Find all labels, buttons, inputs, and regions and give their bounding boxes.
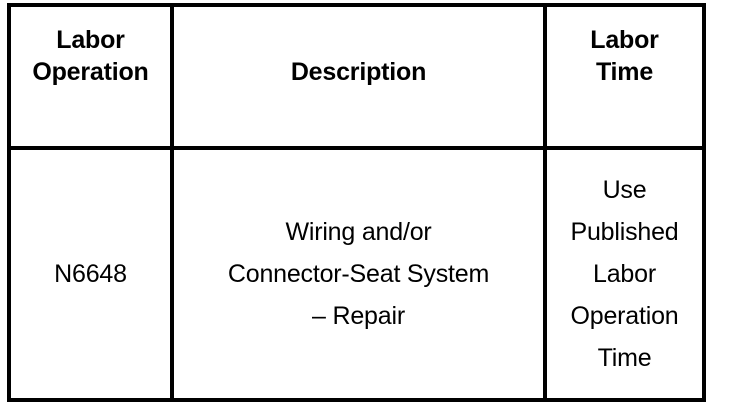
table-header: Labor Operation Description Labor Time	[7, 3, 706, 150]
column-header-labor-operation-line-1: Labor	[56, 26, 125, 54]
labor-time-line-3: Labor	[593, 260, 656, 288]
labor-operation-table: Labor Operation Description Labor Time	[7, 3, 706, 402]
column-header-labor-time-line-2: Time	[595, 58, 654, 86]
column-header-labor-operation-line-2: Operation	[32, 58, 149, 86]
header-row: Labor Operation Description Labor Time	[7, 3, 706, 150]
description-line-1: Wiring and/or	[285, 218, 432, 246]
table-row: N6648 Wiring and/or Connector-Seat Syste…	[7, 146, 706, 402]
column-header-description-line-1: Description	[290, 58, 427, 86]
description-line-2: Connector-Seat System	[227, 260, 490, 288]
cell-labor-operation: N6648	[7, 146, 174, 402]
labor-time-line-1: Use	[602, 176, 647, 204]
labor-time-line-5: Time	[597, 344, 652, 372]
labor-operation-code: N6648	[54, 260, 127, 288]
description-line-3: – Repair	[312, 302, 405, 330]
column-header-labor-time-line-1: Labor	[590, 26, 659, 54]
labor-time-line-4: Operation	[570, 302, 679, 330]
labor-time-line-2: Published	[570, 218, 679, 246]
column-header-labor-operation: Labor Operation	[7, 3, 174, 150]
cell-labor-time: Use Published Labor Operation Time	[543, 146, 706, 402]
cell-description: Wiring and/or Connector-Seat System – Re…	[170, 146, 547, 402]
column-header-labor-time: Labor Time	[543, 3, 706, 150]
table-body: N6648 Wiring and/or Connector-Seat Syste…	[7, 146, 706, 402]
column-header-description: Description	[170, 3, 547, 150]
